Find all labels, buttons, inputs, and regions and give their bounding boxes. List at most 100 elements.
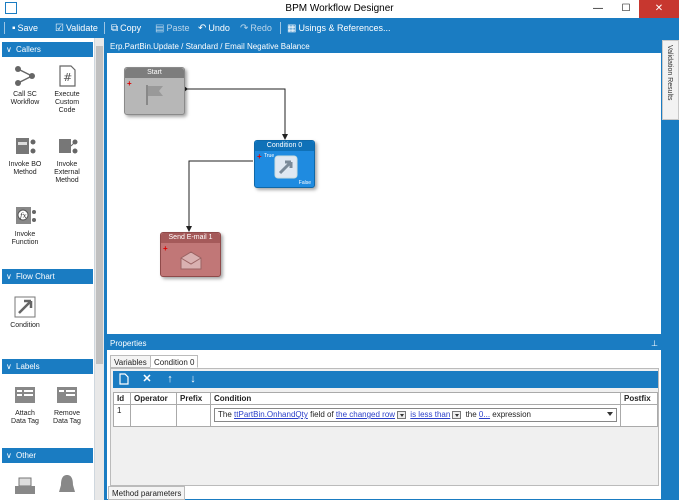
copy-icon: ⧉ bbox=[111, 23, 119, 34]
expand-plus-icon[interactable]: + bbox=[127, 79, 132, 88]
tool-invoke-function[interactable]: fx Invoke Function bbox=[8, 204, 42, 247]
copy-button[interactable]: ⧉Copy bbox=[111, 21, 141, 35]
tool-invoke-external-method[interactable]: Invoke External Method bbox=[50, 134, 84, 185]
tool-attach-data-tag[interactable]: Attach Data Tag bbox=[8, 383, 42, 426]
column-header-operator[interactable]: Operator bbox=[130, 392, 177, 405]
properties-title: Properties bbox=[110, 339, 147, 348]
connectors bbox=[184, 86, 288, 232]
operator-link[interactable]: is less than bbox=[410, 410, 451, 419]
tool-remove-data-tag[interactable]: Remove Data Tag bbox=[50, 383, 84, 426]
move-up-icon[interactable]: ↑ bbox=[167, 373, 173, 385]
checkbox-icon: ☑ bbox=[55, 23, 64, 34]
tool-label: Remove Data Tag bbox=[53, 410, 81, 425]
redo-button[interactable]: ↷Redo bbox=[240, 21, 272, 35]
new-row-icon[interactable] bbox=[117, 372, 131, 386]
paste-button[interactable]: ▤Paste bbox=[155, 21, 189, 35]
chevron-down-icon: ∨ bbox=[6, 451, 12, 460]
start-node[interactable]: Start + bbox=[124, 67, 185, 115]
column-header-postfix[interactable]: Postfix bbox=[620, 392, 658, 405]
tab-variables[interactable]: Variables bbox=[110, 355, 151, 368]
tool-label: Invoke External Method bbox=[54, 161, 80, 184]
condition-node-title: Condition 0 bbox=[255, 141, 314, 151]
field-link[interactable]: ttPartBin.OnhandQty bbox=[234, 410, 308, 419]
category-label: Labels bbox=[16, 362, 40, 371]
usings-label: Usings & References... bbox=[298, 23, 391, 33]
remove-tag-icon bbox=[55, 383, 79, 407]
column-header-condition[interactable]: Condition bbox=[210, 392, 621, 405]
tool-call-sc-workflow[interactable]: Call SC Workflow bbox=[8, 64, 42, 107]
condition-true-label: True bbox=[264, 153, 275, 159]
row-dropdown-icon[interactable] bbox=[397, 410, 407, 419]
operator-dropdown-icon[interactable] bbox=[452, 410, 462, 419]
send-email-node[interactable]: Send E-mail 1 + bbox=[160, 232, 221, 277]
tool-label: Attach Data Tag bbox=[11, 410, 39, 425]
paste-icon: ▤ bbox=[155, 23, 165, 34]
toolbar-grip bbox=[4, 22, 5, 34]
expr-text: The bbox=[218, 410, 232, 419]
condition-node[interactable]: Condition 0 + True False bbox=[254, 140, 315, 188]
toolbar-separator bbox=[280, 22, 281, 34]
flag-icon bbox=[146, 85, 163, 105]
condition-arrow-icon bbox=[13, 295, 37, 319]
toolbox-scrollbar[interactable] bbox=[95, 38, 104, 500]
table-row[interactable]: 1 The ttPartBin.OnhandQty field of the c… bbox=[113, 404, 658, 427]
tool-printer[interactable] bbox=[8, 472, 42, 499]
workflow-icon bbox=[13, 64, 37, 88]
pin-icon[interactable]: ⊥ bbox=[651, 339, 658, 348]
validation-results-tab[interactable]: Validation Results bbox=[662, 40, 679, 120]
category-flow-chart[interactable]: ∨Flow Chart bbox=[2, 269, 93, 284]
cell-condition[interactable]: The ttPartBin.OnhandQty field of the cha… bbox=[210, 404, 621, 427]
tab-method-parameters[interactable]: Method parameters bbox=[108, 486, 186, 500]
chevron-down-icon[interactable] bbox=[607, 412, 613, 416]
scrollbar-thumb[interactable] bbox=[96, 46, 103, 364]
expand-plus-icon[interactable]: + bbox=[257, 152, 262, 161]
maximize-button[interactable]: ☐ bbox=[621, 3, 631, 14]
hash-document-icon: # bbox=[55, 64, 79, 88]
toolbar: ▪Save ☑Validate ⧉Copy ▤Paste ↶Undo ↷Redo… bbox=[0, 18, 679, 38]
delete-row-icon[interactable]: ✕ bbox=[142, 373, 152, 385]
tool-execute-custom-code[interactable]: # Execute Custom Code bbox=[50, 64, 84, 115]
business-object-icon bbox=[13, 134, 37, 158]
cell-postfix[interactable] bbox=[620, 404, 658, 427]
category-callers[interactable]: ∨Callers bbox=[2, 42, 93, 57]
category-label: Other bbox=[16, 451, 37, 460]
tab-condition-0[interactable]: Condition 0 bbox=[150, 355, 199, 368]
condition-expression[interactable]: The ttPartBin.OnhandQty field of the cha… bbox=[214, 408, 617, 422]
tool-label: Invoke BO Method bbox=[8, 161, 42, 176]
move-down-icon[interactable]: ↓ bbox=[190, 373, 196, 385]
category-other[interactable]: ∨ Other bbox=[2, 448, 93, 463]
window-title: BPM Workflow Designer bbox=[285, 3, 394, 14]
tool-label: Condition bbox=[10, 322, 40, 329]
cell-prefix[interactable] bbox=[176, 404, 211, 427]
category-labels[interactable]: ∨Labels bbox=[2, 359, 93, 374]
grid-toolbar: ✕ ↑ ↓ bbox=[113, 371, 658, 388]
usings-references-button[interactable]: ▦Usings & References... bbox=[287, 21, 391, 35]
tool-condition[interactable]: Condition bbox=[8, 295, 42, 330]
undo-button[interactable]: ↶Undo bbox=[198, 21, 230, 35]
properties-header: Properties ⊥ bbox=[107, 338, 662, 350]
row-link[interactable]: the changed row bbox=[335, 410, 396, 419]
save-button[interactable]: ▪Save bbox=[12, 21, 38, 35]
grid-header-row: Id Operator Prefix Condition Postfix bbox=[113, 392, 658, 405]
start-node-title: Start bbox=[125, 68, 184, 78]
validation-results-label: Validation Results bbox=[666, 45, 673, 101]
right-dock bbox=[662, 120, 679, 500]
copy-label: Copy bbox=[120, 23, 142, 33]
condition-editor: ✕ ↑ ↓ Id Operator Prefix Condition Postf… bbox=[110, 368, 659, 486]
workflow-canvas[interactable]: Erp.PartBin.Update / Standard / Email Ne… bbox=[106, 40, 662, 335]
value-link[interactable]: 0... bbox=[478, 410, 491, 419]
column-header-id[interactable]: Id bbox=[113, 392, 131, 405]
tool-invoke-bo-method[interactable]: Invoke BO Method bbox=[8, 134, 42, 177]
expand-plus-icon[interactable]: + bbox=[163, 244, 168, 253]
validate-button[interactable]: ☑Validate bbox=[55, 21, 98, 35]
save-label: Save bbox=[17, 23, 39, 33]
external-method-icon bbox=[55, 134, 79, 158]
minimize-button[interactable]: — bbox=[593, 3, 603, 14]
cell-operator[interactable] bbox=[130, 404, 177, 427]
undo-label: Undo bbox=[208, 23, 230, 33]
svg-text:fx: fx bbox=[19, 212, 27, 220]
close-button[interactable]: ✕ bbox=[639, 0, 679, 18]
tool-alert[interactable] bbox=[50, 472, 84, 499]
properties-panel: Properties ⊥ Variables Condition 0 ✕ ↑ ↓ … bbox=[106, 337, 662, 500]
column-header-prefix[interactable]: Prefix bbox=[176, 392, 211, 405]
